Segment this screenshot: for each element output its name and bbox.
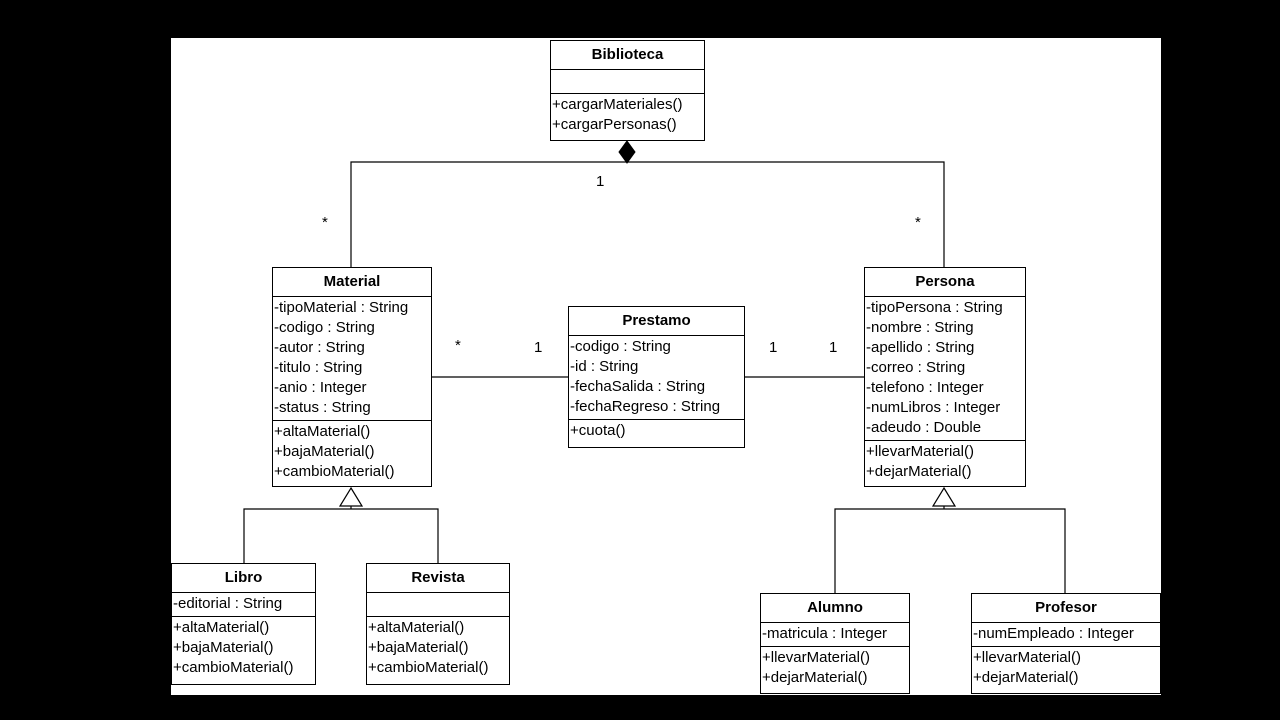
class-persona: Persona -tipoPersona : String -nombre : St… xyxy=(864,267,1026,487)
methods-section: +llevarMaterial() +dejarMaterial() xyxy=(865,441,1025,484)
class-biblioteca: Biblioteca +cargarMateriales() +cargarPers… xyxy=(550,40,705,141)
multiplicity-material-composition: * xyxy=(322,214,328,231)
class-name: Material xyxy=(273,268,431,297)
method: +dejarMaterial() xyxy=(762,669,868,686)
method: +cargarMateriales() xyxy=(552,96,683,113)
method: +cuota() xyxy=(570,422,626,439)
attributes-section: -editorial : String xyxy=(172,593,315,617)
attributes-section: -matricula : Integer xyxy=(761,623,909,647)
attribute: -codigo : String xyxy=(570,338,671,355)
method: +altaMaterial() xyxy=(274,423,371,440)
method: +altaMaterial() xyxy=(173,619,270,636)
class-prestamo: Prestamo -codigo : String -id : String -fec… xyxy=(568,306,745,448)
multiplicity-prestamo-material: 1 xyxy=(534,339,543,356)
multiplicity-prestamo-persona: 1 xyxy=(769,339,778,356)
methods-section: +llevarMaterial() +dejarMaterial() xyxy=(972,647,1160,690)
attribute: -numEmpleado : Integer xyxy=(973,625,1134,642)
class-profesor: Profesor -numEmpleado : Integer +llevarMat… xyxy=(971,593,1161,694)
method: +llevarMaterial() xyxy=(762,649,870,666)
generalization-triangle-persona xyxy=(931,486,957,507)
attribute: -id : String xyxy=(570,358,639,375)
multiplicity-biblioteca: 1 xyxy=(596,173,605,190)
method: +cambioMaterial() xyxy=(173,659,294,676)
generalization-revista xyxy=(351,508,439,564)
methods-section: +cuota() xyxy=(569,420,744,443)
method: +cambioMaterial() xyxy=(368,659,489,676)
attribute: -editorial : String xyxy=(173,595,283,612)
class-material: Material -tipoMaterial : String -codigo : … xyxy=(272,267,432,487)
method: +cargarPersonas() xyxy=(552,116,677,133)
attribute: -fechaRegreso : String xyxy=(570,398,721,415)
class-name: Prestamo xyxy=(569,307,744,336)
class-name: Profesor xyxy=(972,594,1160,623)
attribute: -titulo : String xyxy=(274,359,363,376)
methods-section: +altaMaterial() +bajaMaterial() +cambioMat… xyxy=(172,617,315,680)
method: +cambioMaterial() xyxy=(274,463,395,480)
methods-section: +llevarMaterial() +dejarMaterial() xyxy=(761,647,909,690)
composition-line-persona xyxy=(627,161,945,268)
composition-line-material xyxy=(350,161,627,268)
attribute: -codigo : String xyxy=(274,319,375,336)
attributes-section xyxy=(367,593,509,617)
attribute: -tipoMaterial : String xyxy=(274,299,409,316)
class-libro: Libro-editorial : String+altaMaterial()+… xyxy=(171,563,316,685)
class-name: Biblioteca xyxy=(551,41,704,70)
attribute: -telefono : Integer xyxy=(866,379,984,396)
attributes-section: -tipoPersona : String -nombre : String -ap… xyxy=(865,297,1025,441)
method: +bajaMaterial() xyxy=(368,639,469,656)
attribute: -autor : String xyxy=(274,339,365,356)
method: +dejarMaterial() xyxy=(866,463,972,480)
attribute: -apellido : String xyxy=(866,339,975,356)
attribute: -anio : Integer xyxy=(274,379,367,396)
attribute: -tipoPersona : String xyxy=(866,299,1003,316)
class-name: Alumno xyxy=(761,594,909,623)
attribute: -fechaSalida : String xyxy=(570,378,706,395)
attributes-section: -codigo : String -id : String -fechaSalida… xyxy=(569,336,744,420)
generalization-profesor xyxy=(944,508,1066,594)
methods-section: +altaMaterial() +bajaMaterial() +cambioMat… xyxy=(273,421,431,484)
composition-diamond xyxy=(618,140,636,164)
methods-section: +altaMaterial() +bajaMaterial() +cambioMat… xyxy=(367,617,509,680)
method: +bajaMaterial() xyxy=(173,639,274,656)
method: +llevarMaterial() xyxy=(973,649,1081,666)
multiplicity-persona-prestamo: 1 xyxy=(829,339,838,356)
attribute: -adeudo : Double xyxy=(866,419,982,436)
method: +bajaMaterial() xyxy=(274,443,375,460)
class-alumno: Alumno -matricula : Integer +llevarMateria… xyxy=(760,593,910,694)
attributes-section: -numEmpleado : Integer xyxy=(972,623,1160,647)
attributes-section xyxy=(551,70,704,94)
generalization-libro xyxy=(243,508,351,564)
class-revista: Revista +altaMaterial() +bajaMaterial() +ca… xyxy=(366,563,510,685)
method: +llevarMaterial() xyxy=(866,443,974,460)
multiplicity-material-prestamo: * xyxy=(455,337,461,354)
attribute: -correo : String xyxy=(866,359,966,376)
class-name: Revista xyxy=(367,564,509,593)
methods-section: +cargarMateriales() +cargarPersonas() xyxy=(551,94,704,137)
method: +altaMaterial() xyxy=(368,619,465,636)
attribute: -nombre : String xyxy=(866,319,974,336)
generalization-triangle-material xyxy=(338,486,364,507)
attributes-section: -tipoMaterial : String -codigo : String -a… xyxy=(273,297,431,421)
attribute: -numLibros : Integer xyxy=(866,399,1001,416)
attribute: -matricula : Integer xyxy=(762,625,888,642)
attribute: -status : String xyxy=(274,399,371,416)
class-name: Persona xyxy=(865,268,1025,297)
multiplicity-persona-composition: * xyxy=(915,214,921,231)
generalization-alumno xyxy=(834,508,944,594)
method: +dejarMaterial() xyxy=(973,669,1079,686)
class-name: Libro xyxy=(172,564,315,593)
